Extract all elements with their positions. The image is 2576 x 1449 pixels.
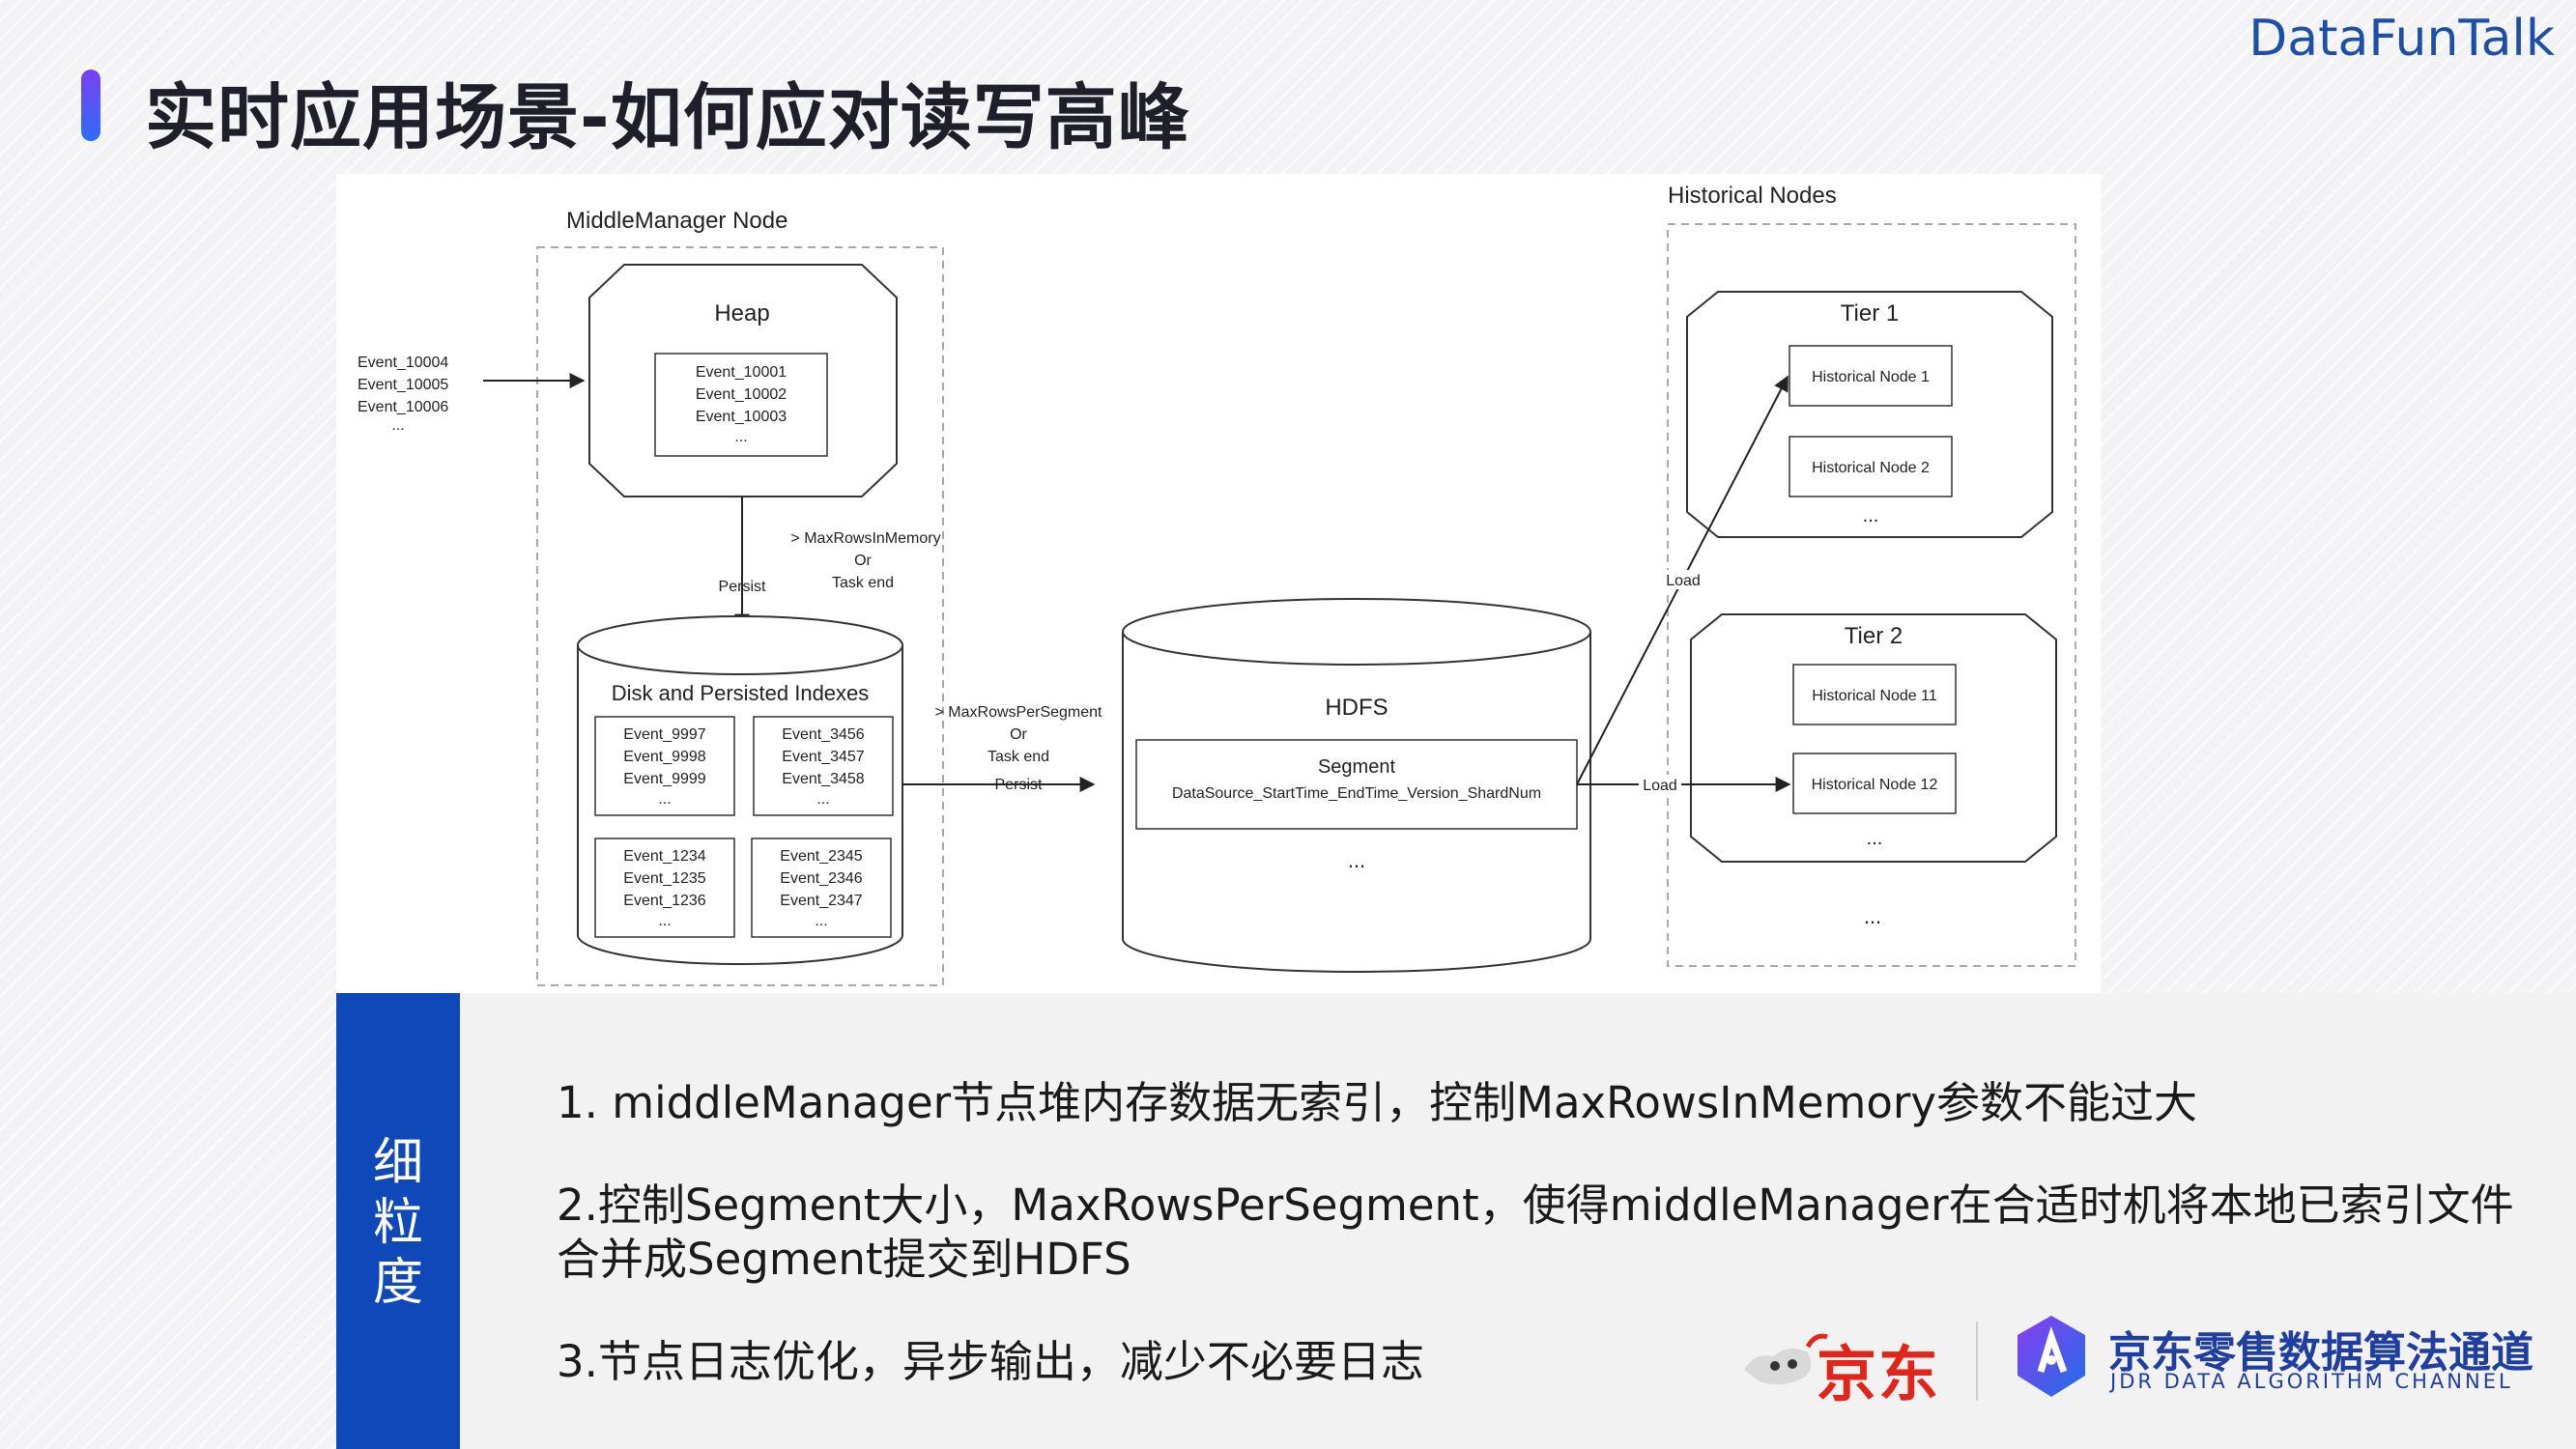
hdfs-cylinder-top xyxy=(1122,598,1591,666)
historical-node-label: Historical Node 1 xyxy=(1812,369,1930,385)
incoming-event: Event_10006 xyxy=(358,399,448,415)
disk-event: Event_9997 xyxy=(623,726,706,743)
heap-event: Event_10001 xyxy=(696,364,787,381)
notes-panel: 1. middleManager节点堆内存数据无索引，控制MaxRowsInMe… xyxy=(460,993,2576,1449)
disk-event: Event_9999 xyxy=(623,771,706,787)
disk-event: ... xyxy=(658,913,671,929)
hdfs-more: ... xyxy=(1348,848,1365,872)
historical-node-box xyxy=(1792,664,1957,725)
note-item: 合并成Segment提交到HDFS xyxy=(557,1234,1131,1285)
disk-event: ... xyxy=(815,913,827,929)
historical-nodes-label: Historical Nodes xyxy=(1668,183,1837,209)
historical-node-box xyxy=(1789,345,1953,407)
heap-event: Event_10002 xyxy=(696,386,787,403)
segment-condition: Or xyxy=(1010,726,1027,743)
load-label: Load xyxy=(1666,573,1701,589)
tier2-more: ... xyxy=(1867,828,1883,849)
disk-event: Event_2345 xyxy=(780,848,863,865)
tiers-more: ... xyxy=(1864,904,1881,928)
historical-node-label: Historical Node 11 xyxy=(1812,688,1937,704)
disk-event: ... xyxy=(816,791,829,808)
load-label-bg xyxy=(1639,775,1681,794)
persist-condition: > MaxRowsInMemory xyxy=(790,530,940,547)
tier1-container xyxy=(1686,291,2053,538)
title-accent-bar xyxy=(81,70,100,141)
load-label-bg xyxy=(1662,570,1704,589)
disk-event: Event_2346 xyxy=(780,870,863,887)
segment-condition: > MaxRowsPerSegment xyxy=(935,704,1103,721)
disk-event: Event_1236 xyxy=(623,893,706,909)
historical-group xyxy=(1667,223,2076,967)
slide-title: 实时应用场景-如何应对读写高峰 xyxy=(145,76,1190,159)
tier1-title: Tier 1 xyxy=(1841,300,1899,327)
incoming-event: ... xyxy=(391,417,404,434)
segment-title: Segment xyxy=(1318,756,1395,778)
disk-event: Event_9998 xyxy=(623,749,706,765)
load-label: Load xyxy=(1643,778,1677,794)
middlemanager-node-label: MiddleManager Node xyxy=(566,208,787,234)
incoming-event: Event_10005 xyxy=(358,377,448,393)
disk-index-box: Event_1234 Event_1235 Event_1236 ... xyxy=(594,838,735,938)
disk-event: Event_3458 xyxy=(782,771,865,787)
disk-index-box: Event_2345 Event_2346 Event_2347 ... xyxy=(751,838,892,938)
disk-event: Event_3457 xyxy=(782,749,865,765)
brand-logo-text: DataFunTalk xyxy=(2248,10,2555,68)
incoming-event: Event_10004 xyxy=(358,355,448,371)
historical-node-box xyxy=(1789,436,1953,497)
disk-index-box: Event_3456 Event_3457 Event_3458 ... xyxy=(753,716,894,816)
note-item: 1. middleManager节点堆内存数据无索引，控制MaxRowsInMe… xyxy=(557,1077,2198,1128)
data-channel-logo-text: 京东零售数据算法通道 xyxy=(2108,1328,2533,1378)
data-channel-logo-icon xyxy=(2018,1316,2085,1397)
heap-events-box xyxy=(654,353,828,457)
disk-event: ... xyxy=(658,791,671,808)
disk-event: Event_1234 xyxy=(623,848,706,865)
data-channel-logo-subtext: JDR DATA ALGORITHM CHANNEL xyxy=(2110,1370,2513,1393)
side-tab-char: 度 xyxy=(372,1254,423,1312)
historical-node-box xyxy=(1792,753,1957,814)
disk-event: Event_1235 xyxy=(623,870,706,887)
tier2-title: Tier 2 xyxy=(1845,623,1903,649)
jd-dog-logo-icon xyxy=(1744,1333,1828,1385)
note-item: 2.控制Segment大小，MaxRowsPerSegment，使得middle… xyxy=(557,1179,2514,1231)
hdfs-title: HDFS xyxy=(1325,695,1388,721)
persist-label: Persist xyxy=(719,579,766,595)
heap-event: Event_10003 xyxy=(696,409,787,425)
heap-title: Heap xyxy=(714,300,769,327)
historical-node-label: Historical Node 2 xyxy=(1812,460,1930,476)
segment-box xyxy=(1135,739,1578,830)
architecture-diagram: MiddleManager Node Event_10004 Event_100… xyxy=(336,174,2101,993)
disk-cylinder-top xyxy=(577,615,903,675)
middlemanager-group xyxy=(536,246,944,986)
disk-event: Event_3456 xyxy=(782,726,865,743)
persist-condition: Task end xyxy=(832,575,894,591)
disk-title: Disk and Persisted Indexes xyxy=(612,681,870,705)
persist-condition: Or xyxy=(854,553,872,569)
note-item: 3.节点日志优化，异步输出，减少不必要日志 xyxy=(557,1336,1424,1387)
segment-condition: Task end xyxy=(987,749,1049,765)
side-tab-char: 粒 xyxy=(372,1194,423,1252)
jd-logo-text: 京东 xyxy=(1817,1339,1941,1409)
granularity-side-tab: 细 粒 度 xyxy=(336,993,460,1449)
heap-event: ... xyxy=(734,429,747,445)
segment-name: DataSource_StartTime_EndTime_Version_Sha… xyxy=(1172,785,1541,802)
side-tab-char: 细 xyxy=(372,1134,423,1192)
tier1-more: ... xyxy=(1863,505,1879,526)
historical-node-label: Historical Node 12 xyxy=(1812,777,1938,793)
logo-divider xyxy=(1976,1321,1978,1401)
disk-index-box: Event_9997 Event_9998 Event_9999 ... xyxy=(594,716,735,816)
disk-event: Event_2347 xyxy=(780,893,863,909)
segment-condition: Persist xyxy=(995,777,1043,793)
incoming-events: Event_10004 Event_10005 Event_10006 ... xyxy=(358,355,448,434)
tier2-container xyxy=(1690,613,2057,863)
